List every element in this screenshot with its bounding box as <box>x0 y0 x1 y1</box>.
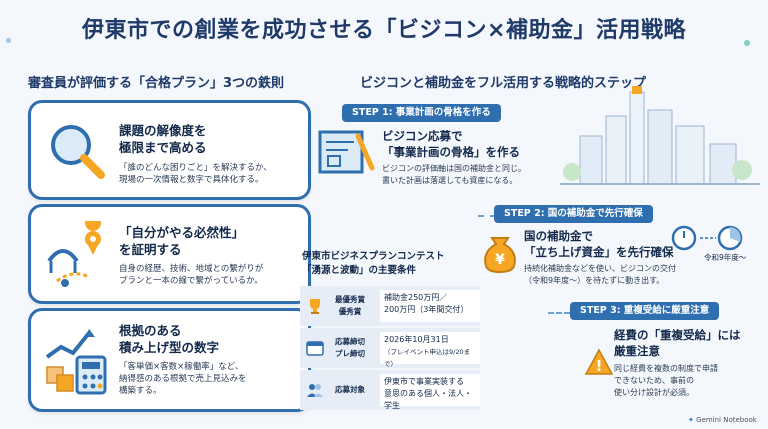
card-desc-line: 「客単価×客数×稼働率」など、 <box>119 362 244 372</box>
card-desc-line: 自身の経歴、技術、地域との繋がりが <box>119 264 264 274</box>
row-value: 2026年10月31日 （プレイベント申込は9/20まで） <box>380 332 480 368</box>
contest-row-prize: 最優秀賞 優秀賞 補助金250万円／ 200万円（3年間交付） <box>300 286 480 326</box>
contest-title-line: 「湧源と波動」の主要条件 <box>302 265 417 276</box>
row-value: 補助金250万円／ 200万円（3年間交付） <box>380 290 480 322</box>
card-desc-line: 構築する。 <box>119 386 162 396</box>
row-label: プレ締切 <box>335 349 365 358</box>
card-desc-line: 納得感のある根拠で売上見込みを <box>119 374 247 384</box>
timer-label: 令和9年度〜 <box>704 253 747 262</box>
step3-title-line: 経費の「重複受給」には <box>614 328 741 342</box>
magnifier-icon <box>43 117 111 185</box>
step2-title-line: 国の補助金で <box>524 229 593 243</box>
calculator-chart-icon <box>43 327 111 395</box>
row-label: 優秀賞 <box>338 307 362 316</box>
stopwatch-icon <box>671 225 743 251</box>
warning-mark: ! <box>596 357 603 375</box>
step2-desc-line: （令和9年度〜）を待たずに動き出す。 <box>524 276 665 285</box>
step1-label: STEP 1: 事業計画の骨格を作る <box>342 104 501 122</box>
left-heading: 審査員が評価する「合格プラン」3つの鉄則 <box>28 76 285 91</box>
rule-card-1: 課題の解像度を 極限まで高める 「誰のどんな困りごと」を解決するか、 現場の一次… <box>28 100 311 200</box>
row-label: 応募対象 <box>335 385 365 394</box>
card-title-line: 「自分がやる必然性」 <box>119 225 245 240</box>
row-value-line: 補助金250万円／ <box>384 293 448 302</box>
step3-label: STEP 3: 重複受給に厳重注意 <box>570 302 720 320</box>
step1-title-line: 「事業計画の骨格」を作る <box>382 145 520 159</box>
card-title-line: 根拠のある <box>119 323 182 338</box>
card-title-line: 課題の解像度を <box>119 123 207 138</box>
dashed-connector <box>478 215 496 217</box>
brand-name: Gemini Notebook <box>696 416 757 424</box>
step1-desc-line: ビジコンの評価軸は国の補助金と同じ。 <box>382 164 526 173</box>
rule-card-2: 「自分がやる必然性」 を証明する 自身の経歴、技術、地域との繋がりが プランと一… <box>28 204 311 304</box>
contest-row-deadline: 応募締切 プレ締切 2026年10月31日 （プレイベント申込は9/20まで） <box>300 328 480 368</box>
card-desc-line: プランと一本の線で繋がっているか。 <box>119 276 263 286</box>
coin-symbol: ¥ <box>495 252 505 268</box>
decor-dot <box>6 38 11 43</box>
money-bag-icon: ¥ <box>478 230 522 274</box>
city-skyline-icon <box>560 86 760 185</box>
card-title-line: 極限まで高める <box>119 140 207 155</box>
page-title: 伊東市での創業を成功させる「ビジコン×補助金」活用戦略 <box>82 18 686 43</box>
row-value-line: 伊東市で事業実装する <box>384 377 464 386</box>
contest-row-target: 応募対象 伊東市で事業実装する 意思のある個人・法人・学生 <box>300 370 480 410</box>
step1-title-line: ビジコン応募で <box>382 129 463 143</box>
row-value-line: 意思のある個人・法人・学生 <box>384 389 472 410</box>
card-title-line: を証明する <box>119 242 182 257</box>
rule-card-3: 根拠のある 積み上げ型の数字 「客単価×客数×稼働率」など、 納得感のある根拠で… <box>28 308 311 412</box>
brand-logo: ✦ Gemini Notebook <box>688 416 757 424</box>
decor-dot <box>744 40 750 46</box>
dashed-connector <box>548 312 570 314</box>
row-value: 伊東市で事業実装する 意思のある個人・法人・学生 <box>380 374 480 410</box>
blueprint-icon <box>318 130 375 174</box>
trophy-icon <box>310 299 320 314</box>
row-label: 最優秀賞 <box>335 295 365 304</box>
people-icon <box>307 384 323 397</box>
contest-title-line: 伊東市ビジネスプランコンテスト <box>302 251 445 262</box>
row-value-line: （プレイベント申込は9/20まで） <box>384 348 471 368</box>
warning-icon: ! <box>584 348 614 375</box>
row-value-line: 2026年10月31日 <box>384 335 449 344</box>
step3-desc-line: できないため、事前の <box>614 376 694 385</box>
step2-title-line: 「立ち上げ資金」を先行確保 <box>524 245 674 259</box>
step3-desc-line: 同じ経費を複数の制度で申請 <box>614 364 718 373</box>
step3-desc-line: 使い分け設計が必須。 <box>614 388 694 397</box>
step2-desc-line: 持続化補助金などを使い、ビジコンの交付 <box>524 264 676 273</box>
right-heading: ビジコンと補助金をフル活用する戦略的ステップ <box>360 76 647 91</box>
card-title-line: 積み上げ型の数字 <box>119 340 220 355</box>
card-desc-line: 「誰のどんな困りごと」を解決するか、 <box>119 163 272 173</box>
card-desc-line: 現場の一次情報と数字で具体化する。 <box>119 175 264 185</box>
step3-title-line: 厳重注意 <box>614 344 660 358</box>
map-route-icon <box>43 215 111 289</box>
calendar-icon <box>306 341 324 356</box>
sparkle-icon: ✦ <box>688 416 694 424</box>
step2-label: STEP 2: 国の補助金で先行確保 <box>494 205 653 223</box>
row-label: 応募締切 <box>335 337 365 346</box>
row-value-line: 200万円（3年間交付） <box>384 305 469 314</box>
step1-desc-line: 書いた計画は落選しても資産になる。 <box>382 176 518 185</box>
